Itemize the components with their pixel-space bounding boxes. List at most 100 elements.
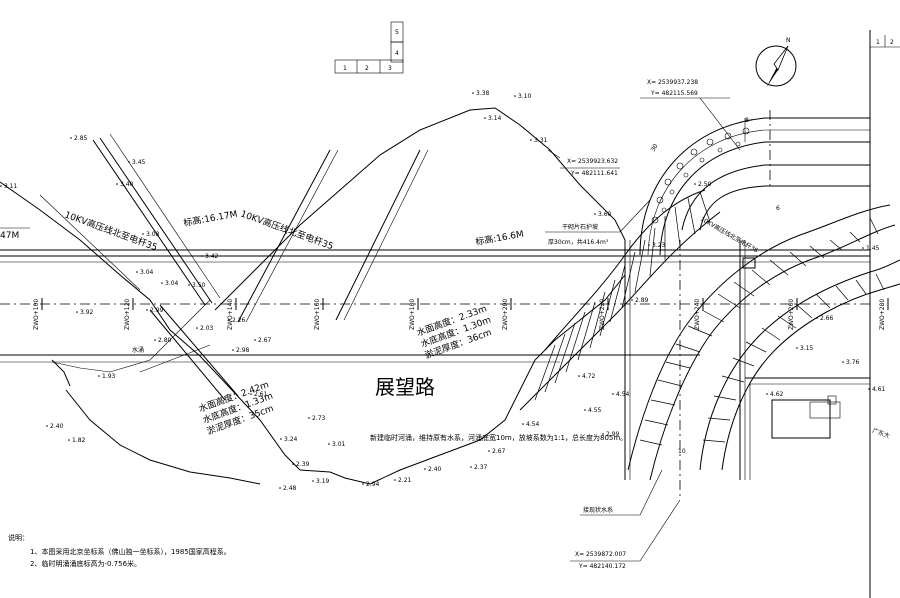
spot-level-dot: [472, 92, 474, 94]
stake-labels: ZWO+100 ZWO+120 ZWO+140 ZWO+160 ZWO+180 …: [33, 299, 886, 330]
spot-level-label: 2.39: [296, 461, 310, 468]
spot-level-label: 1.45: [866, 245, 880, 252]
stake-label: ZWO+180: [409, 299, 416, 330]
stake-label: ZWO+120: [124, 299, 131, 330]
spot-level-dot: [514, 95, 516, 97]
spot-level-label: 3.04: [165, 280, 179, 287]
spot-level-label: 3.01: [332, 441, 346, 448]
spot-level-label: 2.94: [366, 481, 380, 488]
coord-1-y: Y= 482115.569: [650, 90, 698, 97]
spot-level-label: 2.40: [428, 466, 442, 473]
road-lines: [0, 249, 870, 363]
spot-level-dot: [188, 284, 190, 286]
title-box-2: 2: [365, 65, 369, 72]
spot-level-label: 3.24: [284, 436, 298, 443]
spot-level-label: 3.23: [652, 242, 666, 249]
spot-level-dot: [136, 271, 138, 273]
annotations: X= 2539937.238 Y= 482115.569 X= 2539923.…: [0, 79, 891, 570]
spot-level-label: 3.38: [476, 90, 490, 97]
spot-level-dot: [201, 255, 203, 257]
terrain-outline: [0, 107, 626, 485]
sheet-mark-left: 1: [876, 39, 880, 46]
spot-level-dot: [631, 299, 633, 301]
spot-level-label: 2.98: [236, 347, 250, 354]
elevation-left: 47M: [0, 231, 19, 241]
leaders: [0, 97, 741, 562]
spot-level-label: 2.40: [50, 423, 64, 430]
spot-level-dot: [70, 137, 72, 139]
water-label: 水涌: [132, 346, 144, 354]
spot-level-dot: [68, 439, 70, 441]
spot-level-label: 2.99: [150, 307, 164, 314]
spot-level-dot: [312, 480, 314, 482]
spot-level-label: 3.10: [518, 93, 532, 100]
spot-level-dot: [362, 483, 364, 485]
sheet-mark-right: 2: [890, 39, 894, 46]
spot-level-dot: [154, 339, 156, 341]
spot-level-dot: [424, 468, 426, 470]
coord-2-x: X= 2539923.632: [567, 158, 618, 165]
stake-label: ZWO+280: [879, 299, 886, 330]
spot-level-dot: [279, 487, 281, 489]
spot-level-dot: [196, 327, 198, 329]
spot-level-dot: [602, 433, 604, 435]
spot-level-label: 2.67: [258, 337, 272, 344]
spot-level-dot: [0, 185, 2, 187]
spot-level-dot: [612, 393, 614, 395]
note-2: 2、临时明涌涌底标高为-0.756米。: [30, 559, 141, 568]
coord-2-y: Y= 482111.641: [570, 170, 618, 177]
spot-level-label: 2.89: [635, 297, 649, 304]
spot-level-dot: [868, 388, 870, 390]
spot-level-dot: [146, 309, 148, 311]
coord-3-x: X= 2539872.007: [575, 551, 626, 558]
spot-level-label: 2.48: [283, 485, 297, 492]
spot-level-label: 2.80: [158, 337, 172, 344]
spot-level-label: 3.31: [534, 137, 548, 144]
dong-label: 广东大: [871, 426, 891, 440]
spot-level-dot: [766, 393, 768, 395]
stake-ticks: [41, 298, 889, 310]
elevation-1: 标高:16.17M: [182, 208, 238, 229]
power-lines: [39, 133, 429, 401]
north-label: N: [786, 37, 791, 44]
title-box-3: 3: [388, 65, 392, 72]
spot-level-dot: [254, 339, 256, 341]
spot-level-dot: [522, 423, 524, 425]
spot-level-dot: [394, 479, 396, 481]
spot-level-label: 4.62: [770, 391, 784, 398]
spot-level-label: 2.21: [398, 477, 412, 484]
spot-level-dot: [161, 282, 163, 284]
sheet-frame: 1 2: [869, 30, 900, 598]
title-box-5: 5: [395, 29, 399, 36]
channel-note: 新建临时河涌，维持原有水系，河涌底宽10m，放坡系数为1:1，总长度为805m。: [370, 433, 627, 442]
notes-heading: 说明：: [8, 533, 29, 542]
spot-level-label: 3.92: [80, 309, 94, 316]
spot-level-dot: [292, 463, 294, 465]
spot-level-dot: [796, 347, 798, 349]
spot-level-label: 4.54: [616, 391, 630, 398]
spot-level-dot: [232, 349, 234, 351]
spot-level-dot: [594, 213, 596, 215]
dim-10: 10: [678, 448, 686, 455]
title-box-4: 4: [395, 50, 399, 57]
spot-level-dot: [280, 438, 282, 440]
spot-level-label: 3.04: [140, 269, 154, 276]
stake-label: ZWO+260: [788, 299, 795, 330]
stake-label: ZWO+100: [33, 299, 40, 330]
road-name: 展望路: [375, 375, 435, 399]
spot-level-label: 3.60: [598, 211, 612, 218]
spot-level-dot: [250, 393, 252, 395]
spot-level-label: 2.85: [74, 135, 88, 142]
spot-level-dot: [98, 375, 100, 377]
spot-level-dot: [308, 417, 310, 419]
spot-level-dot: [228, 319, 230, 321]
spot-level-label: 2.61: [254, 391, 268, 398]
stone-wall-label: 干砌片石护坡: [562, 223, 598, 231]
water-info-a: 水面高度：2.42m 水底高度：1.33m 淤泥厚度：35cm: [197, 378, 275, 437]
existing-water-label: 接现状水系: [583, 506, 613, 514]
spot-level-dot: [530, 139, 532, 141]
spot-level-label: 2.37: [474, 464, 488, 471]
spot-level-dot: [328, 443, 330, 445]
